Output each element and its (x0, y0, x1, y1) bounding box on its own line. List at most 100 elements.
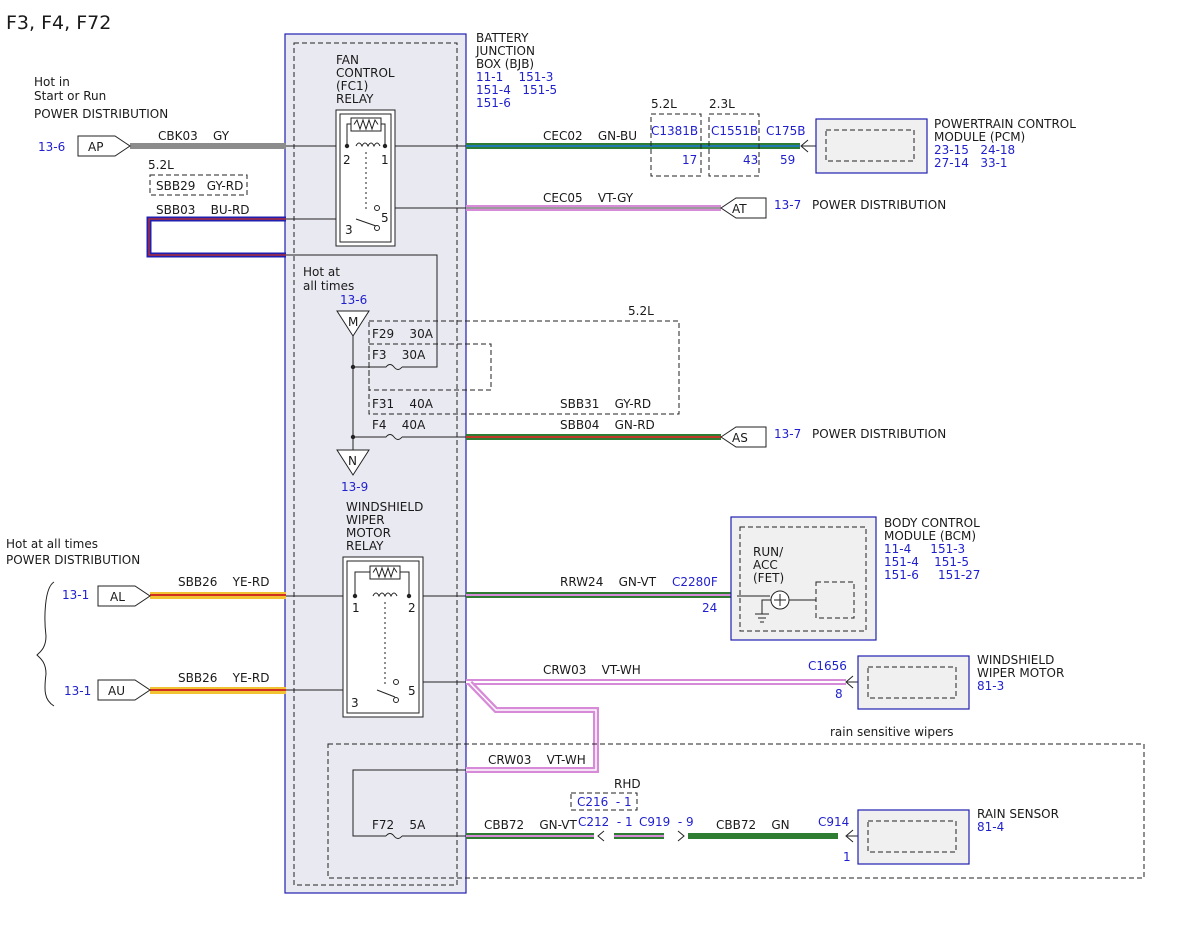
inline-connector-link[interactable]: C216 - 1 (577, 795, 632, 809)
pin-link[interactable]: 24 (702, 601, 717, 615)
bcm-run-acc-label: ACC (753, 558, 778, 572)
wire-label: SBB26 YE-RD (178, 671, 269, 685)
wire-sbb26-au-stripe (150, 689, 286, 691)
connector-au-label: AU (108, 684, 125, 698)
pin-link[interactable]: 1 (843, 850, 851, 864)
connector-ap-label: AP (88, 140, 103, 154)
pcm-ref-link[interactable]: 23-15 24-18 (934, 143, 1015, 157)
connector-al-ref-link[interactable]: 13-1 (62, 588, 89, 602)
fuse-f72-icon (385, 833, 403, 839)
pin-link[interactable]: 17 (682, 153, 697, 167)
pin-label: 5 (381, 211, 389, 225)
bus-n-ref-link[interactable]: 13-9 (341, 480, 368, 494)
page-title: F3, F4, F72 (6, 12, 111, 34)
source-label: POWER DISTRIBUTION (6, 553, 140, 567)
wire-cbb72-mid-stripe (614, 835, 664, 837)
connector-as-dest: POWER DISTRIBUTION (812, 427, 946, 441)
connector-al[interactable] (97, 585, 151, 607)
inline-connector-link[interactable]: C212 - 1 (578, 815, 633, 829)
connector-au-ref-link[interactable]: 13-1 (64, 684, 91, 698)
wire-sbb04-stripe (466, 436, 721, 438)
variant-label: 5.2L (628, 304, 654, 318)
connector-as-ref-link[interactable]: 13-7 (774, 427, 801, 441)
pin-label: 3 (345, 223, 353, 237)
bus-m-ref-link[interactable]: 13-6 (340, 293, 367, 307)
bcm-run-acc-label: (FET) (753, 571, 784, 585)
bcm-ref-link[interactable]: 11-4 151-3 (884, 542, 965, 556)
connector-at-ref-link[interactable]: 13-7 (774, 198, 801, 212)
bjb-ref-link[interactable]: 11-1 151-3 (476, 70, 553, 84)
connector-au[interactable] (97, 679, 151, 701)
terminal-dot (382, 143, 388, 149)
pin-link[interactable]: 43 (743, 153, 758, 167)
rain-sensitive-box (327, 743, 1145, 879)
connector-as-label: AS (732, 431, 748, 445)
rain-sensor-title: RAIN SENSOR (977, 807, 1059, 821)
wiper-motor-connector-link[interactable]: C1656 (808, 659, 847, 673)
bcm-box (730, 516, 877, 641)
connector-al-label: AL (110, 590, 125, 604)
connector-at-label: AT (732, 202, 747, 216)
wiper-motor-title-line: WINDSHIELD (977, 653, 1054, 667)
connector-at[interactable] (720, 197, 767, 219)
bcm-title-line: MODULE (BCM) (884, 529, 976, 543)
fuse-label: F3 30A (372, 348, 426, 362)
wire-cec02-stripe (466, 145, 800, 147)
connector-as[interactable] (720, 426, 767, 448)
relay-title-line: WINDSHIELD (346, 500, 423, 514)
wire-label: CRW03 VT-WH (543, 663, 641, 677)
terminal-dot (344, 143, 350, 149)
pin-link[interactable]: 8 (835, 687, 843, 701)
relay-inner-box (339, 113, 392, 243)
relay-coil-leads (346, 123, 386, 146)
variant-box (149, 174, 248, 196)
connector-ap-ref-link[interactable]: 13-6 (38, 140, 65, 154)
fuse-f3-icon (353, 364, 403, 370)
source-label: Start or Run (34, 89, 106, 103)
relay-title-line: MOTOR (346, 526, 391, 540)
terminal-dot (406, 593, 412, 599)
wiper-motor-relay: WINDSHIELD WIPER MOTOR RELAY 1 2 5 3 (342, 500, 424, 718)
fuse-label: F29 30A (372, 327, 434, 341)
terminal-open (393, 679, 399, 685)
fuse-label: F72 5A (372, 818, 426, 832)
bcm-ref-link[interactable]: 151-4 151-5 (884, 555, 969, 569)
bjb-ref-link[interactable]: 151-6 (476, 96, 511, 110)
terminal-open (374, 205, 380, 211)
pcm-connector-link[interactable]: C175B (766, 124, 806, 138)
variant-label: 2.3L (709, 97, 735, 111)
relay-coil-icon (355, 142, 381, 148)
ground-icon (755, 613, 769, 623)
wiper-motor-box (857, 655, 970, 710)
pcm-ref-link[interactable]: 27-14 33-1 (934, 156, 1008, 170)
bcm-inner-dash (739, 526, 867, 632)
bcm-ref-link[interactable]: 151-6 151-27 (884, 568, 980, 582)
rain-sensor-connector-link[interactable]: C914 (818, 815, 849, 829)
connector-at-dest: POWER DISTRIBUTION (812, 198, 946, 212)
brace-icon (36, 581, 55, 707)
source-label: Hot at all times (6, 537, 98, 551)
source-label: POWER DISTRIBUTION (34, 107, 168, 121)
wire-label: RRW24 GN-VT (560, 575, 657, 589)
fuse-label: F31 40A (372, 397, 434, 411)
wiper-motor-ref-link[interactable]: 81-3 (977, 679, 1004, 693)
pin-link[interactable]: 59 (780, 153, 795, 167)
bus-m-triangle (336, 310, 370, 337)
connector-ap[interactable] (77, 135, 131, 157)
pcm-title-line: MODULE (PCM) (934, 130, 1025, 144)
hot-label: Hot at (303, 265, 340, 279)
pcm-connector-link[interactable]: C1381B (651, 124, 698, 138)
wire-label: CEC05 VT-GY (543, 191, 634, 205)
rain-sensor-ref-link[interactable]: 81-4 (977, 820, 1004, 834)
relay-coil-leads (354, 571, 410, 596)
pcm-connector-link[interactable]: C1551B (711, 124, 758, 138)
inline-connector-link[interactable]: C919 - 9 (639, 815, 694, 829)
bcm-connector-link[interactable]: C2280F (672, 575, 718, 589)
pcm-title-line: POWERTRAIN CONTROL (934, 117, 1076, 131)
wire-cbk03 (130, 143, 286, 149)
pin-label: 1 (381, 153, 389, 167)
inline-arrow-icon (597, 830, 605, 842)
bjb-ref-link[interactable]: 151-4 151-5 (476, 83, 557, 97)
terminal-open (393, 697, 399, 703)
